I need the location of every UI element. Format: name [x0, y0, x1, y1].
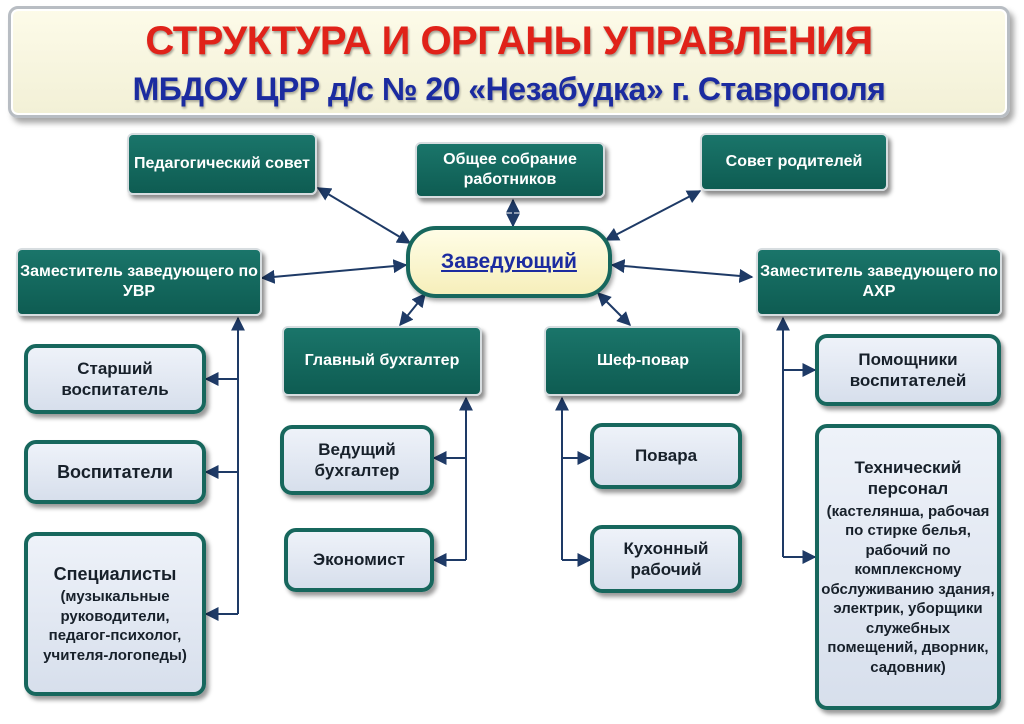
node-cooks: Повара — [590, 423, 742, 489]
node-label: Педагогический совет — [134, 155, 310, 172]
title-line2: МБДОУ ЦРР д/с № 20 «Незабудка» г. Ставро… — [132, 71, 886, 107]
node-parents-council: Совет родителей — [700, 133, 888, 191]
node-label: Главный бухгалтер — [304, 352, 460, 369]
node-label: Заведующий — [441, 249, 577, 273]
title-line1: СТРУКТУРА И ОРГАНЫ УПРАВЛЕНИЯ — [145, 19, 873, 63]
node-label: Общее собрание работников — [443, 151, 577, 188]
node-deputy-ahr: Заместитель заведующего по АХР — [756, 248, 1002, 316]
node-label: Ведущий бухгалтер — [314, 439, 400, 480]
node-label: Кухонный рабочий — [623, 538, 709, 579]
node-specialists: Специалисты (музыкальные руководители, п… — [24, 532, 206, 696]
link-head-pedagogical-council — [316, 187, 412, 244]
node-chef: Шеф-повар — [544, 326, 742, 396]
node-assistant-educators: Помощники воспитателей — [815, 334, 1001, 406]
link-head-deputy-ahr — [610, 259, 754, 283]
node-deputy-uvr: Заместитель заведующего по УВР — [16, 248, 262, 316]
node-economist: Экономист — [284, 528, 434, 592]
node-chief-accountant: Главный бухгалтер — [282, 326, 482, 396]
node-label: Экономист — [313, 550, 405, 570]
node-label: Специалисты — [53, 563, 177, 584]
link-head-deputy-uvr — [260, 259, 408, 284]
title-banner: СТРУКТУРА И ОРГАНЫ УПРАВЛЕНИЯ МБДОУ ЦРР … — [8, 6, 1010, 118]
node-educators: Воспитатели — [24, 440, 206, 504]
link-head-chief-accountant — [399, 292, 426, 327]
node-label: Старший воспитатель — [61, 358, 169, 399]
node-label: Помощники воспитателей — [849, 349, 967, 390]
node-general-meeting: Общее собрание работников — [415, 142, 605, 198]
node-leading-accountant: Ведущий бухгалтер — [280, 425, 434, 495]
node-label: Воспитатели — [57, 461, 173, 482]
node-note: (кастелянша, рабочая по стирке белья, ра… — [821, 502, 995, 676]
node-senior-educator: Старший воспитатель — [24, 344, 206, 414]
node-kitchen-worker: Кухонный рабочий — [590, 525, 742, 593]
node-technical-staff: Технический персонал (кастелянша, рабоча… — [815, 424, 1001, 710]
node-label: Технический персонал — [854, 458, 962, 499]
node-head: Заведующий — [406, 226, 612, 298]
node-label: Повара — [634, 446, 698, 466]
node-note: (музыкальные руководители, педагог-психо… — [43, 588, 187, 664]
node-label: Заместитель заведующего по АХР — [760, 263, 998, 300]
node-label: Шеф-повар — [596, 352, 690, 369]
node-label: Заместитель заведующего по УВР — [20, 263, 258, 300]
link-head-chef — [597, 292, 631, 326]
link-head-parents-council — [604, 190, 702, 241]
node-label: Совет родителей — [725, 153, 863, 170]
node-pedagogical-council: Педагогический совет — [127, 133, 317, 195]
